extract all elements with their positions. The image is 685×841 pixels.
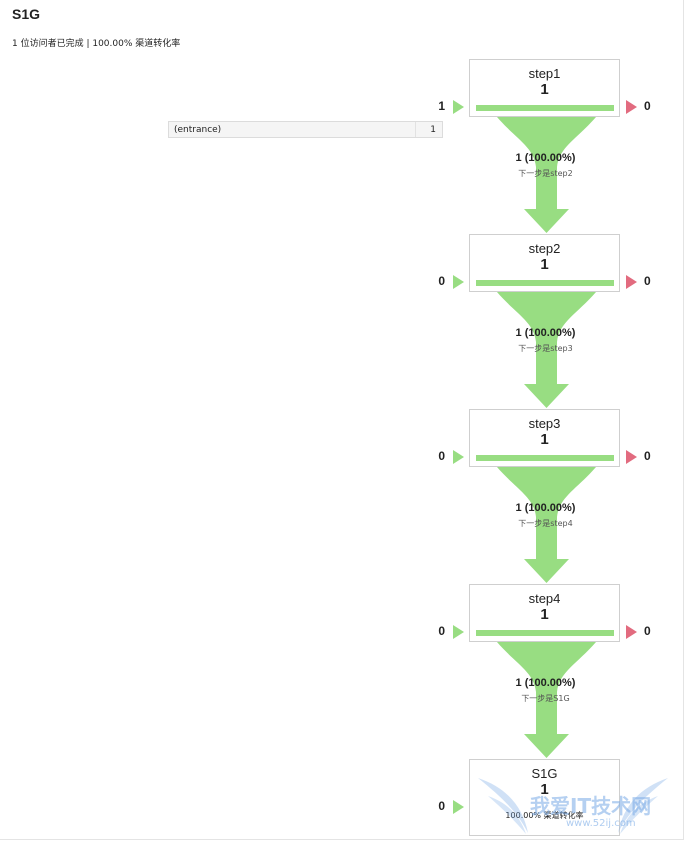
stage-name: step2 (528, 241, 561, 256)
next-step-label: 下一步是step3 (518, 344, 573, 353)
stage-name: step1 (528, 66, 561, 81)
stage-progress-fill (476, 280, 614, 286)
conversion-rate: 1 (100.00%) (515, 502, 576, 514)
stage-progress-fill (476, 455, 614, 461)
goal-entries-count: 0 (438, 799, 445, 813)
funnel-arrow-3 (497, 467, 596, 583)
funnel-arrow-4 (497, 642, 596, 758)
stage-progress-fill (476, 105, 614, 111)
exit-arrow-icon (626, 625, 637, 639)
stage-progress-fill (476, 630, 614, 636)
conversion-rate: 1 (100.00%) (515, 677, 576, 689)
stage-count: 1 (540, 431, 549, 448)
funnel-summary: 1 位访问者已完成 | 100.00% 渠道转化率 (12, 39, 181, 49)
entries-count: 0 (438, 274, 445, 288)
exit-arrow-icon (626, 275, 637, 289)
next-step-label: 下一步是S1G (521, 694, 570, 703)
stage-count: 1 (540, 81, 549, 98)
entry-arrow-icon (453, 450, 464, 464)
funnel-arrow-2 (497, 292, 596, 408)
goal-count: 1 (540, 781, 549, 798)
entrance-value: 1 (430, 125, 436, 135)
stage-name: step4 (528, 591, 561, 606)
funnel-arrow-1 (497, 117, 596, 233)
goal-entry-arrow-icon (453, 800, 464, 814)
stage-progress-bar (476, 280, 614, 286)
exits-count: 0 (644, 99, 651, 113)
stage-progress-bar (476, 105, 614, 111)
page-title: S1G (12, 6, 41, 22)
entry-arrow-icon (453, 625, 464, 639)
entries-count: 0 (438, 449, 445, 463)
entry-arrow-icon (453, 275, 464, 289)
conversion-rate: 1 (100.00%) (515, 152, 576, 164)
stage-count: 1 (540, 606, 549, 623)
entrance-table: (entrance) 1 (168, 121, 443, 138)
next-step-label: 下一步是step2 (518, 169, 573, 178)
entrance-divider (415, 122, 416, 137)
goal-conversion-rate: 100.00% 渠道转化率 (505, 811, 584, 820)
stage-count: 1 (540, 256, 549, 273)
entry-arrow-icon (453, 100, 464, 114)
entries-count: 1 (438, 99, 445, 113)
stage-name: step3 (528, 416, 561, 431)
next-step-label: 下一步是step4 (518, 519, 573, 528)
goal-name: S1G (531, 766, 558, 781)
exits-count: 0 (644, 624, 651, 638)
exit-arrow-icon (626, 100, 637, 114)
exits-count: 0 (644, 449, 651, 463)
exits-count: 0 (644, 274, 651, 288)
conversion-rate: 1 (100.00%) (515, 327, 576, 339)
stage-progress-bar (476, 455, 614, 461)
exit-arrow-icon (626, 450, 637, 464)
entrance-label: (entrance) (174, 125, 222, 135)
stage-progress-bar (476, 630, 614, 636)
entries-count: 0 (438, 624, 445, 638)
